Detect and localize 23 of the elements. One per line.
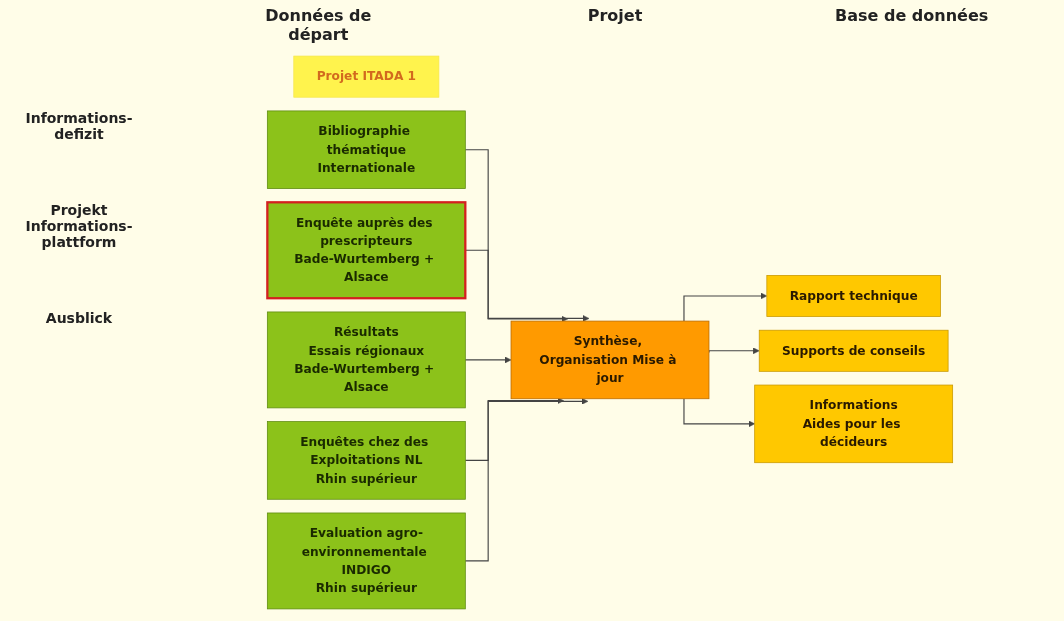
arrow — [683, 398, 755, 428]
node-box: Projet ITADA 1 — [293, 55, 440, 98]
column-heading: Projet — [586, 6, 644, 27]
node-box: Résultats Essais régionaux Bade-Wurtemberg + Alsace — [266, 311, 466, 409]
arrow — [464, 398, 589, 562]
row-label: Ausblick — [44, 310, 114, 326]
row-label: Informations-defizit — [24, 110, 134, 142]
arrow — [683, 292, 768, 322]
row-label: Projekt Informations-plattform — [24, 202, 134, 250]
node-box: Supports de conseils — [758, 329, 949, 372]
arrow — [464, 149, 590, 322]
node-box: Informations Aides pour les décideurs — [754, 384, 954, 464]
node-box: Enquêtes chez des Exploitations NL Rhin supérieur — [266, 421, 466, 500]
arrow — [708, 347, 760, 355]
column-heading: Base de données — [834, 6, 990, 27]
node-box: Enquête auprès des prescripteurs Bade-Wurtemberg + Alsace — [266, 201, 467, 300]
node-box: Rapport technique — [766, 275, 941, 317]
node-box: Bibliographie thématique Internationale — [266, 110, 466, 189]
node-box: Evaluation agro-environnementale INDIGO Rhin supérieur — [266, 512, 466, 610]
column-heading: Données de départ — [264, 6, 373, 44]
arrow — [464, 356, 512, 364]
node-box: Synthèse, Organisation Mise à jour — [510, 320, 710, 400]
arrow — [464, 397, 564, 461]
